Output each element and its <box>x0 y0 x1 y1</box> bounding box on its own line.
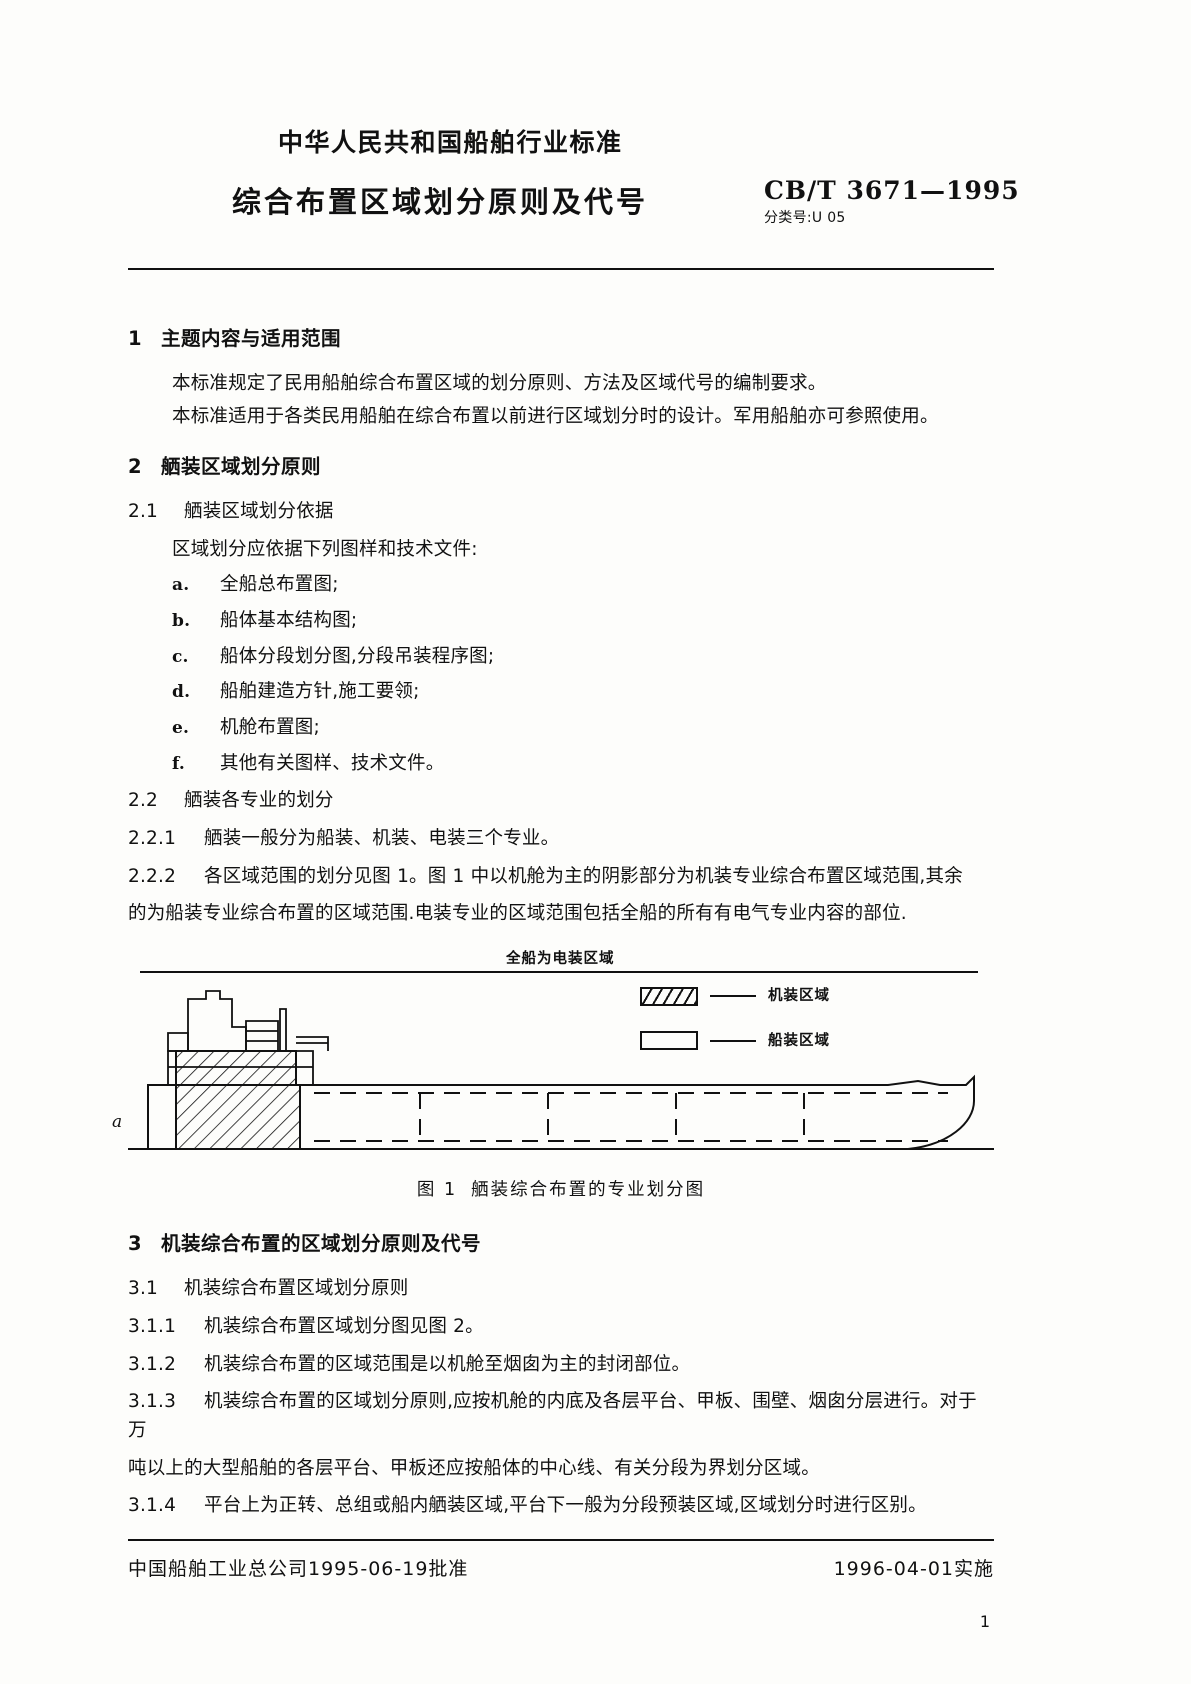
clause-3-1-4-text: 平台上为正转、总组或船内舾装区域,平台下一般为分段预装区域,区域划分时进行区别。 <box>204 1495 927 1517</box>
list-item-marker: d. <box>172 682 191 703</box>
clause-3-1-3-number: 3.1.3 <box>128 1391 177 1413</box>
section-2-number: 2 <box>128 454 143 478</box>
section-2-title: 舾装区域划分原则 <box>161 454 322 478</box>
effective-date-statement: 1996-04-01实施 <box>833 1558 994 1581</box>
footer: 中国船舶工业总公司1995-06-19批准 1996-04-01实施 <box>128 1555 994 1584</box>
section-1-heading: 1 主题内容与适用范围 <box>128 324 994 354</box>
section-3-number: 3 <box>128 1232 143 1256</box>
clause-2-1-lead: 区域划分应依据下列图样和技术文件: <box>172 538 478 560</box>
list-item: a. 全船总布置图; <box>172 571 994 600</box>
clause-3-1-4: 3.1.4 平台上为正转、总组或船内舾装区域,平台下一般为分段预装区域,区域划分时… <box>128 1492 994 1521</box>
list-item: c. 船体分段划分图,分段吊装程序图; <box>172 643 994 672</box>
list-item-label: 船体分段划分图,分段吊装程序图; <box>220 645 495 667</box>
footer-divider <box>128 1539 994 1542</box>
clause-3-1-1: 3.1.1 机装综合布置区域划分图见图 2。 <box>128 1313 994 1342</box>
legend-label-machinery: 机装区域 <box>768 988 830 1005</box>
section-3-title: 机装综合布置的区域划分原则及代号 <box>161 1232 482 1256</box>
section-1-paragraph-1: 本标准规定了民用船舶综合布置区域的划分原则、方法及区域代号的编制要求。 <box>172 373 827 395</box>
clause-2-2-title: 舾装各专业的划分 <box>184 790 334 812</box>
page-number: 1 <box>979 1612 990 1632</box>
hatched-swatch-icon <box>640 986 698 1006</box>
figure-caption-text: 舾装综合布置的专业划分图 <box>471 1180 706 1201</box>
figure-caption: 图 1 舾装综合布置的专业划分图 <box>128 1177 994 1204</box>
section-3-heading: 3 机装综合布置的区域划分原则及代号 <box>128 1229 994 1259</box>
list-item-marker: a. <box>172 575 190 596</box>
clause-2-2-number: 2.2 <box>128 790 159 812</box>
clause-2-2-2-text: 各区域范围的划分见图 1。图 1 中以机舱为主的阴影部分为机装专业综合布置区域范… <box>204 865 963 887</box>
document-body: 1 主题内容与适用范围 本标准规定了民用船舶综合布置区域的划分原则、方法及区域代号… <box>112 324 994 1635</box>
list-item-label: 机舱布置图; <box>220 717 320 739</box>
clause-3-1: 3.1 机装综合布置区域划分原则 <box>128 1275 994 1304</box>
section-1-paragraph-2: 本标准适用于各类民用船舶在综合布置以前进行区域划分时的设计。军用船舶亦可参照使用… <box>172 406 939 428</box>
ship-profile-drawing <box>128 990 994 1151</box>
figure-1: 全船为电装区域 机装区域 船装区域 a <box>112 941 994 1209</box>
list-item-label: 船舶建造方针,施工要领; <box>220 681 420 703</box>
clause-3-1-3-text-continued: 吨以上的大型船舶的各层平台、甲板还应按船体的中心线、有关分段为界划分区域。 <box>128 1457 820 1479</box>
legend-entry-machinery: 机装区域 <box>640 985 980 1007</box>
figure-datum-mark: a <box>112 1112 123 1133</box>
list-item-marker: b. <box>172 611 191 632</box>
figure-top-label: 全船为电装区域 <box>500 948 621 971</box>
clause-2-2-1: 2.2.1 舾装一般分为船装、机装、电装三个专业。 <box>128 825 994 854</box>
list-item-marker: c. <box>172 646 189 667</box>
clause-2-2: 2.2 舾装各专业的划分 <box>128 787 994 816</box>
list-item-label: 其他有关图样、技术文件。 <box>220 752 445 774</box>
legend-label-hull-outfitting: 船装区域 <box>768 1032 830 1049</box>
list-item-marker: f. <box>172 753 186 774</box>
standard-id-block: CB/T 3671—1995 分类号:U 05 <box>764 176 1020 227</box>
clause-3-1-2-number: 3.1.2 <box>128 1353 177 1375</box>
list-item: b. 船体基本结构图; <box>172 607 994 636</box>
legend-leader-line <box>710 1039 756 1042</box>
section-2-heading: 2 舾装区域划分原则 <box>128 452 994 482</box>
list-item-label: 船体基本结构图; <box>220 610 358 632</box>
clause-3-1-2-text: 机装综合布置的区域范围是以机舱至烟囱为主的封闭部位。 <box>204 1353 691 1375</box>
clause-3-1-2: 3.1.2 机装综合布置的区域范围是以机舱至烟囱为主的封闭部位。 <box>128 1351 994 1380</box>
figure-caption-number: 图 1 <box>416 1180 458 1201</box>
clause-2-2-1-number: 2.2.1 <box>128 828 177 850</box>
legend-entry-hull-outfitting: 船装区域 <box>640 1030 980 1052</box>
clause-3-1-1-text: 机装综合布置区域划分图见图 2。 <box>204 1315 484 1337</box>
list-item: e. 机舱布置图; <box>172 714 994 743</box>
approval-statement: 中国船舶工业总公司1995-06-19批准 <box>128 1558 469 1581</box>
header-divider <box>128 268 994 271</box>
clause-2-2-2: 2.2.2 各区域范围的划分见图 1。图 1 中以机舱为主的阴影部分为机装专业综合… <box>128 863 994 892</box>
page-content: 中华人民共和国船舶行业标准 CB/T 3671—1995 分类号:U 05 综合… <box>112 0 1020 1684</box>
standard-number: CB/T 3671—1995 <box>764 176 1020 205</box>
clause-3-1-1-number: 3.1.1 <box>128 1315 177 1337</box>
clause-2-2-2-text-continued: 的为船装专业综合布置的区域范围.电装专业的区域范围包括全船的所有有电气专业内容的… <box>128 903 907 925</box>
clause-2-2-2-number: 2.2.2 <box>128 865 177 887</box>
list-item: f. 其他有关图样、技术文件。 <box>172 750 994 779</box>
document-header: 中华人民共和国船舶行业标准 CB/T 3671—1995 分类号:U 05 综合… <box>128 0 1020 271</box>
clause-3-1-4-number: 3.1.4 <box>128 1495 177 1517</box>
legend-leader-line <box>710 995 756 998</box>
clause-2-1-title: 舾装区域划分依据 <box>184 501 334 523</box>
list-item: d. 船舶建造方针,施工要领; <box>172 678 994 707</box>
issuing-organization: 中华人民共和国船舶行业标准 <box>278 128 623 157</box>
plain-swatch-icon <box>640 1031 698 1051</box>
list-item-marker: e. <box>172 718 190 739</box>
clause-2-2-1-text: 舾装一般分为船装、机装、电装三个专业。 <box>204 828 560 850</box>
list-item-label: 全船总布置图; <box>220 574 339 596</box>
figure-legend: 机装区域 船装区域 <box>640 985 980 1074</box>
clause-3-1-number: 3.1 <box>128 1278 159 1300</box>
classification-number: 分类号:U 05 <box>764 210 846 226</box>
clause-3-1-3-text: 机装综合布置的区域划分原则,应按机舱的内底及各层平台、甲板、围壁、烟囱分层进行。… <box>128 1391 977 1441</box>
section-1-title: 主题内容与适用范围 <box>161 327 342 351</box>
section-1-number: 1 <box>128 327 143 351</box>
clause-2-1: 2.1 舾装区域划分依据 <box>128 498 994 527</box>
clause-3-1-title: 机装综合布置区域划分原则 <box>184 1278 409 1300</box>
clause-2-1-number: 2.1 <box>128 501 159 523</box>
document-title: 综合布置区域划分原则及代号 <box>232 185 649 219</box>
figure-top-boundary-line <box>140 971 978 974</box>
basis-document-list: a.全船总布置图; b.船体基本结构图; c.船体分段划分图,分段吊装程序图; … <box>128 571 994 778</box>
